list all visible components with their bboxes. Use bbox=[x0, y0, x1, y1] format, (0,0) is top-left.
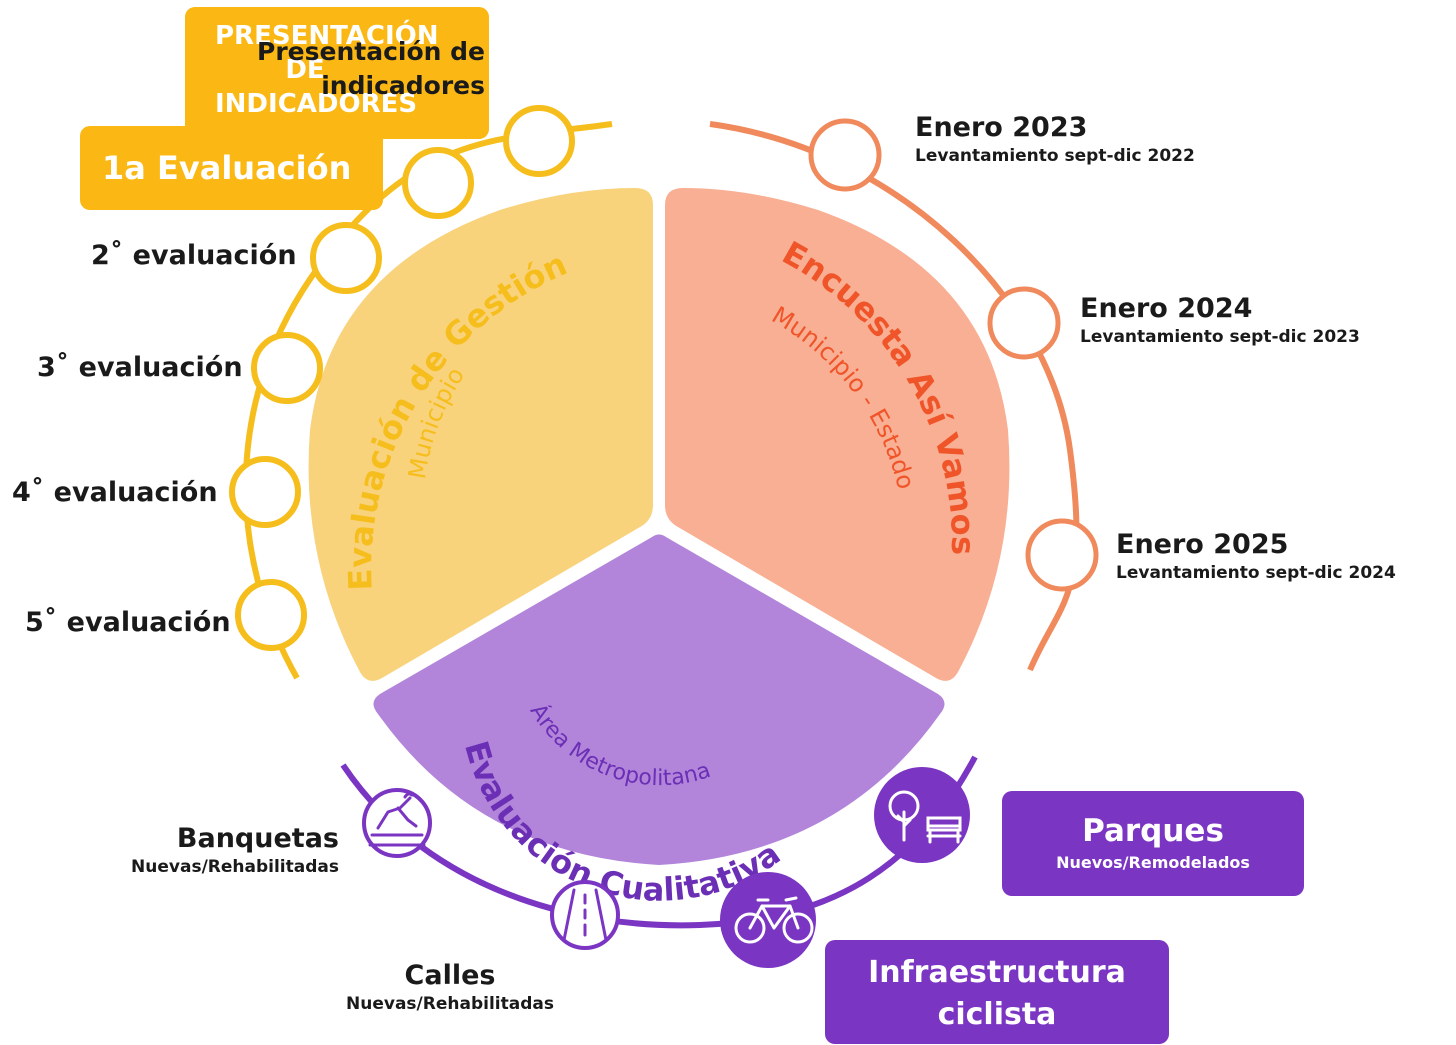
evaluacion-2-label: 2˚ evaluación bbox=[91, 240, 297, 271]
milestone-circle bbox=[503, 105, 575, 177]
calles-detail: Nuevas/Rehabilitadas bbox=[346, 994, 554, 1014]
milestone-circle bbox=[987, 286, 1061, 360]
milestone-circle bbox=[808, 118, 882, 192]
milestone-circle bbox=[229, 456, 301, 528]
enero-2025-label: Enero 2025 Levantamiento sept-dic 2024 bbox=[1116, 529, 1396, 583]
enero-2023-label: Enero 2023 Levantamiento sept-dic 2022 bbox=[915, 112, 1195, 166]
enero-2023-detail: Levantamiento sept-dic 2022 bbox=[915, 146, 1195, 166]
tree-bench-icon bbox=[874, 767, 970, 863]
milestone-circle bbox=[1025, 518, 1099, 592]
primera-evaluacion-box: 1a Evaluación bbox=[80, 126, 383, 210]
infraestructura-ciclista-box: Infraestructura ciclista bbox=[825, 940, 1169, 1044]
presentacion-box-label: PRESENTACIÓN DE INDICADORES bbox=[215, 21, 439, 119]
bicycle-icon bbox=[720, 872, 816, 968]
banquetas-title: Banquetas bbox=[176, 823, 339, 854]
evaluacion-5-label: 5˚ evaluación bbox=[25, 607, 231, 638]
evaluacion-3-label: 3˚ evaluación bbox=[37, 352, 243, 383]
infraestructura-ciclista-title: Infraestructura ciclista bbox=[868, 955, 1126, 1032]
evaluacion-4-label: 4˚ evaluación bbox=[12, 477, 218, 508]
milestone-circle bbox=[235, 579, 307, 651]
cualitativa-wedge bbox=[373, 534, 945, 865]
milestone-circle bbox=[310, 222, 382, 294]
banquetas-label: Banquetas Nuevas/Rehabilitadas bbox=[131, 823, 339, 877]
pedestrian-sidewalk-icon bbox=[362, 788, 432, 858]
enero-2024-label: Enero 2024 Levantamiento sept-dic 2023 bbox=[1080, 293, 1360, 347]
gestion-wedge bbox=[308, 188, 653, 681]
encuesta-wedge bbox=[665, 188, 1010, 681]
gestion-milestones bbox=[229, 105, 575, 651]
calles-label: Calles Nuevas/Rehabilitadas bbox=[320, 960, 580, 1014]
parques-detail: Nuevos/Remodelados bbox=[1056, 853, 1250, 872]
encuesta-milestones bbox=[808, 118, 1099, 592]
enero-2025-title: Enero 2025 bbox=[1116, 529, 1289, 560]
parques-box: Parques Nuevos/Remodelados bbox=[1002, 791, 1304, 896]
enero-2024-detail: Levantamiento sept-dic 2023 bbox=[1080, 327, 1360, 347]
enero-2025-detail: Levantamiento sept-dic 2024 bbox=[1116, 563, 1396, 583]
presentacion-box: PRESENTACIÓN DE INDICADORES Presentación… bbox=[185, 7, 489, 139]
calles-title: Calles bbox=[404, 960, 496, 991]
milestone-circle bbox=[251, 332, 323, 404]
primera-evaluacion-label: 1a Evaluación bbox=[102, 149, 352, 187]
banquetas-detail: Nuevas/Rehabilitadas bbox=[131, 857, 339, 877]
parques-title: Parques bbox=[1082, 813, 1224, 849]
presentacion-overlay-label: Presentación de indicadores bbox=[257, 37, 485, 100]
enero-2024-title: Enero 2024 bbox=[1080, 293, 1253, 324]
road-icon bbox=[550, 880, 620, 950]
enero-2023-title: Enero 2023 bbox=[915, 112, 1088, 143]
milestone-circle bbox=[402, 147, 474, 219]
